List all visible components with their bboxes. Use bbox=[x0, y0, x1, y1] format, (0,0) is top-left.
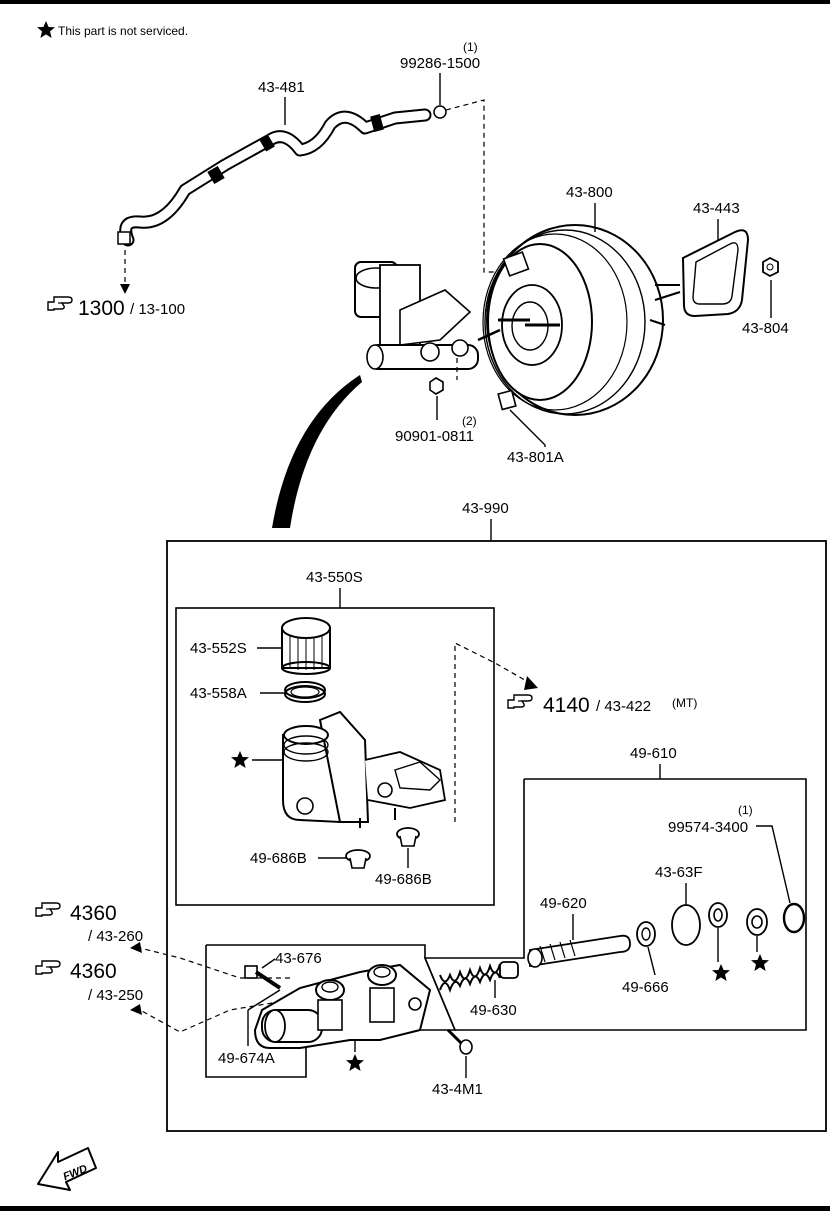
star-icon bbox=[231, 751, 249, 768]
pointing-hand-icon bbox=[47, 296, 73, 311]
pointing-hand-icon bbox=[507, 694, 533, 709]
label-49-666: 49-666 bbox=[622, 979, 669, 996]
ref-43-250: / 43-250 bbox=[88, 987, 143, 1004]
label-49-620: 49-620 bbox=[540, 895, 587, 912]
ref-4140-number: 4140 bbox=[543, 694, 590, 717]
label-43-552S: 43-552S bbox=[190, 640, 247, 657]
ref-4360-b-number: 4360 bbox=[70, 960, 117, 983]
piston-49-620 bbox=[527, 934, 631, 968]
ref-4360-a-number: 4360 bbox=[70, 902, 117, 925]
qty-99574: (1) bbox=[738, 803, 753, 817]
reservoir-cap bbox=[281, 617, 331, 675]
washer-49-666 bbox=[636, 921, 656, 947]
nut-43-804 bbox=[762, 256, 779, 278]
label-49-674A: 49-674A bbox=[218, 1050, 275, 1067]
nut-90901 bbox=[429, 377, 444, 395]
ref-4360-b[interactable]: 4360 / 43-250 bbox=[35, 960, 143, 1004]
pointing-hand-icon bbox=[35, 960, 61, 975]
fwd-arrow-icon: FWD bbox=[37, 1147, 97, 1191]
assembly-box-43-990 bbox=[166, 540, 827, 1132]
cup-seal-a bbox=[708, 902, 728, 928]
label-90901-0811: 90901-0811 bbox=[395, 428, 474, 445]
ref-43-260: / 43-260 bbox=[88, 928, 143, 945]
gasket bbox=[681, 229, 750, 318]
cup-seal-b bbox=[746, 908, 768, 936]
label-plate bbox=[497, 389, 517, 411]
brake-booster bbox=[482, 224, 681, 416]
ref-13-100: / 13-100 bbox=[130, 301, 185, 318]
label-43-990: 43-990 bbox=[462, 500, 509, 517]
label-43-676: 43-676 bbox=[275, 950, 322, 967]
bottom-border bbox=[0, 1206, 830, 1211]
ref-1300-number: 1300 bbox=[78, 297, 125, 320]
bolt-43-676 bbox=[244, 965, 282, 990]
master-cylinder-top bbox=[354, 261, 501, 370]
ref-43-422: / 43-422 bbox=[596, 698, 651, 715]
star-icon bbox=[712, 964, 730, 981]
ref-mt: (MT) bbox=[672, 696, 697, 710]
ref-4140[interactable]: 4140 / 43-422 (MT) bbox=[507, 694, 697, 717]
label-43-4M1: 43-4M1 bbox=[432, 1081, 483, 1098]
label-49-686B-a: 49-686B bbox=[250, 850, 307, 867]
callout-leader bbox=[272, 375, 362, 528]
label-49-610: 49-610 bbox=[630, 745, 677, 762]
label-43-550S: 43-550S bbox=[306, 569, 363, 586]
label-99574-3400: 99574-3400 bbox=[668, 819, 748, 836]
qty-90901: (2) bbox=[462, 414, 477, 428]
label-43-481: 43-481 bbox=[258, 79, 305, 96]
pointing-hand-icon bbox=[35, 902, 61, 917]
ref-1300[interactable]: 1300 / 13-100 bbox=[47, 296, 185, 320]
qty-99286: (1) bbox=[463, 40, 478, 54]
legend-text: This part is not serviced. bbox=[58, 24, 188, 38]
reservoir-box-43-550S bbox=[175, 607, 495, 906]
star-icon bbox=[346, 1054, 364, 1071]
label-43-63F: 43-63F bbox=[655, 864, 703, 881]
legend: This part is not serviced. bbox=[37, 21, 188, 38]
ref-4360-a[interactable]: 4360 / 43-260 bbox=[35, 902, 143, 945]
label-43-558A: 43-558A bbox=[190, 685, 247, 702]
label-99286-1500: 99286-1500 bbox=[400, 55, 480, 72]
label-43-804: 43-804 bbox=[742, 320, 789, 337]
label-43-443: 43-443 bbox=[693, 200, 740, 217]
star-icon bbox=[37, 21, 55, 38]
vacuum-hose bbox=[117, 105, 447, 247]
grommet-a bbox=[345, 849, 371, 869]
master-cylinder-body bbox=[253, 963, 432, 1049]
label-49-630: 49-630 bbox=[470, 1002, 517, 1019]
grommet-b bbox=[396, 827, 420, 847]
label-43-800: 43-800 bbox=[566, 184, 613, 201]
label-43-801A: 43-801A bbox=[507, 449, 564, 466]
label-49-686B-b: 49-686B bbox=[375, 871, 432, 888]
screw-43-4M1 bbox=[446, 1028, 473, 1055]
snap-ring bbox=[782, 902, 806, 934]
reservoir-body bbox=[282, 710, 447, 828]
seal-43-63F bbox=[671, 904, 701, 946]
star-icon bbox=[751, 954, 769, 971]
seal-ring bbox=[284, 681, 326, 703]
spring-49-630 bbox=[439, 961, 519, 993]
top-border bbox=[0, 0, 830, 4]
